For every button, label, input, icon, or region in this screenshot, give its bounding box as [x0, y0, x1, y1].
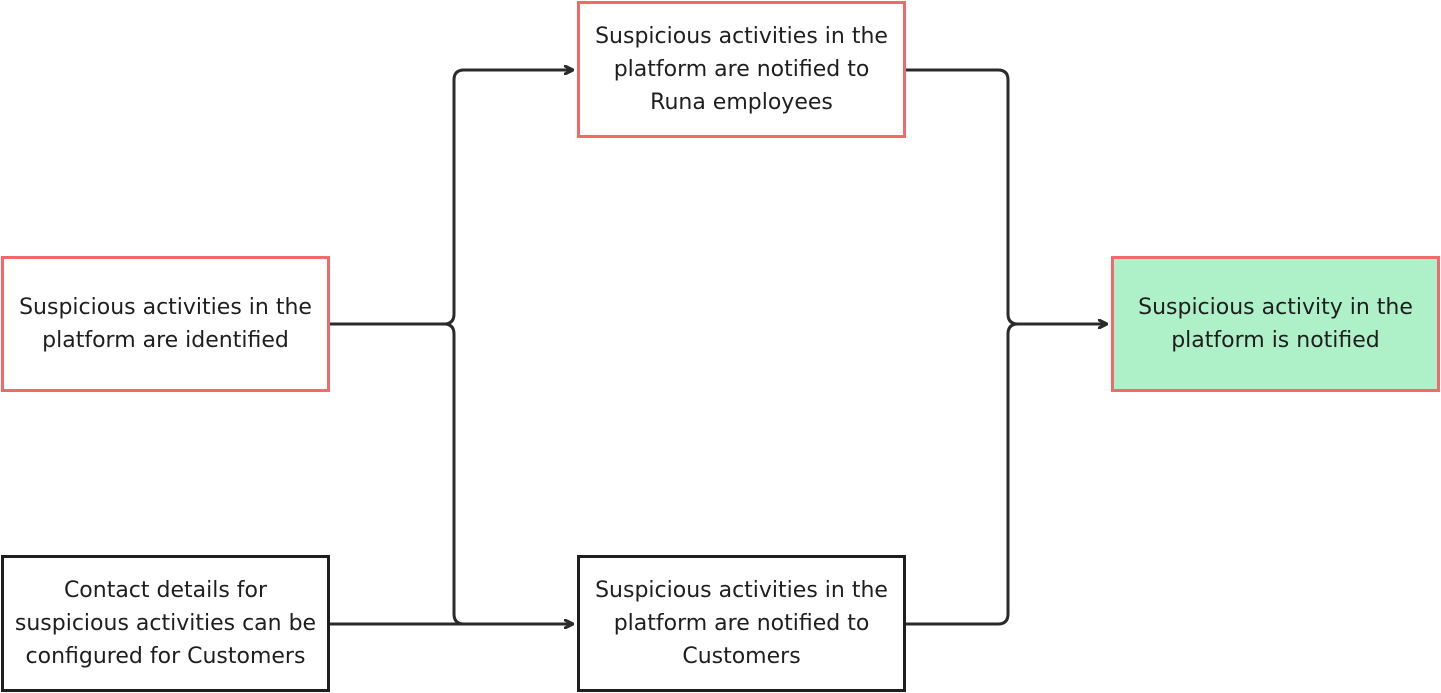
node-activities-identified[interactable]: Suspicious activities in the platform ar… — [1, 256, 330, 392]
node-label: Contact details for suspicious activitie… — [14, 578, 317, 669]
node-activity-notified-result[interactable]: Suspicious activity in the platform is n… — [1111, 256, 1440, 392]
edge-identified-to-employees — [330, 70, 572, 326]
edge-employees-to-result — [906, 68, 1106, 324]
node-label: Suspicious activity in the platform is n… — [1138, 295, 1413, 353]
node-label: Suspicious activities in the platform ar… — [595, 24, 888, 115]
node-notified-to-employees[interactable]: Suspicious activities in the platform ar… — [577, 1, 906, 138]
edge-identified-to-customers — [443, 322, 465, 626]
node-notified-to-customers[interactable]: Suspicious activities in the platform ar… — [577, 555, 906, 692]
node-contact-details-configured[interactable]: Contact details for suspicious activitie… — [1, 555, 330, 692]
edge-customers-to-result — [906, 322, 1019, 626]
node-label: Suspicious activities in the platform ar… — [19, 295, 312, 353]
node-label: Suspicious activities in the platform ar… — [595, 578, 888, 669]
